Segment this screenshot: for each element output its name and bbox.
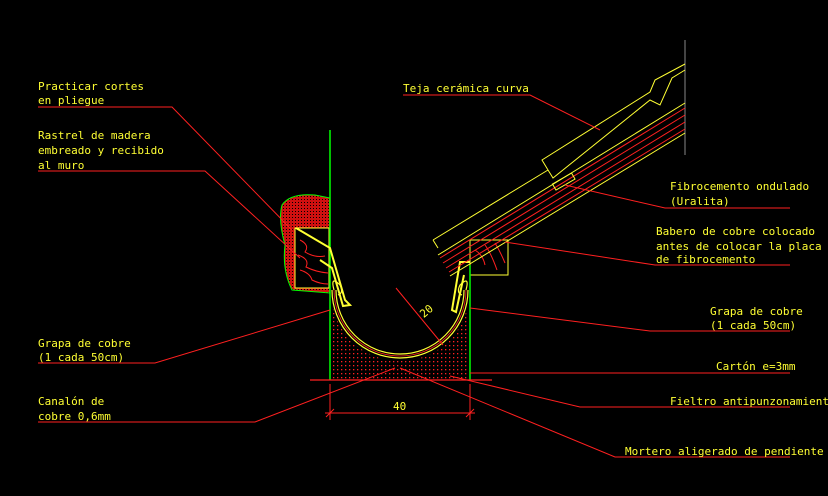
- label-fibrocemento: Fibrocemento ondulado(Uralita): [670, 180, 809, 208]
- copper-clip-right: [450, 261, 470, 314]
- label-fieltro: Fieltro antipunzonamiento: [670, 395, 828, 408]
- label-grapa-right: Grapa de cobre(1 cada 50cm): [710, 305, 803, 332]
- copper-clip-left: [295, 227, 353, 308]
- label-teja: Teja cerámica curva: [403, 82, 529, 95]
- label-carton: Cartón e=3mm: [716, 360, 796, 373]
- label-mortero: Mortero aligerado de pendiente: [625, 445, 824, 458]
- radius-dimension-line: [395, 287, 444, 346]
- leader-lines: [38, 94, 790, 458]
- wood-batten-right: [469, 239, 509, 276]
- label-grapa-left: Grapa de cobre(1 cada 50cm): [38, 337, 131, 364]
- ceramic-tile: [432, 63, 686, 249]
- mortar-fill: [331, 292, 469, 379]
- width-dimension-label: 40: [393, 400, 406, 413]
- copper-gutter: [331, 289, 469, 359]
- width-dimension: [325, 384, 475, 420]
- fibre-cement-sheet: [439, 107, 686, 273]
